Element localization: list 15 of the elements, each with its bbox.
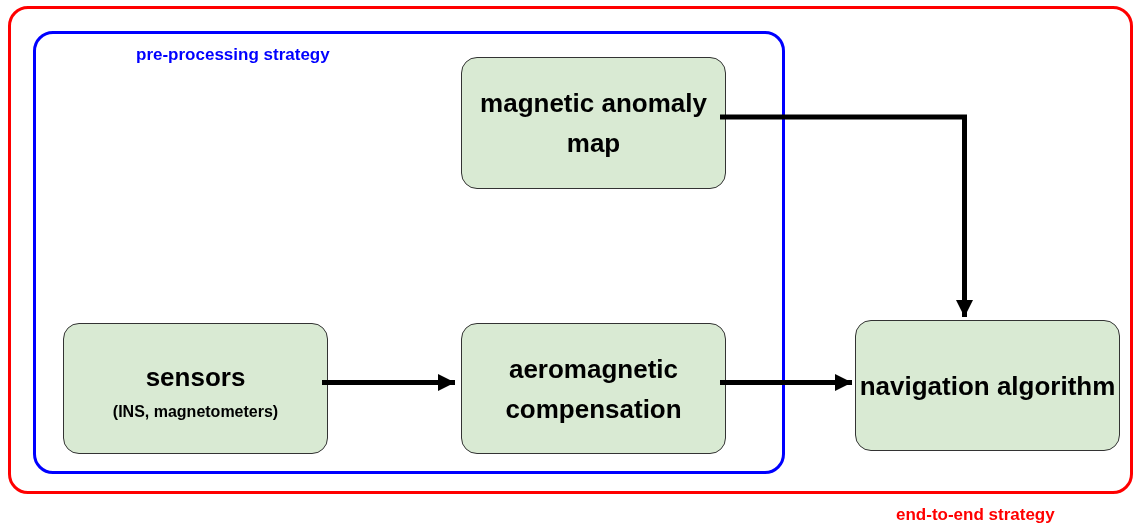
strategy-frame bbox=[33, 31, 785, 474]
process-box bbox=[855, 320, 1120, 451]
box-subtitle: (INS, magnetometers) bbox=[112, 402, 279, 421]
process-box bbox=[63, 323, 328, 454]
arrow bbox=[720, 114, 973, 317]
box-title: navigation algorithm bbox=[859, 369, 1116, 403]
arrow bbox=[322, 374, 455, 391]
frame-label: pre-processing strategy bbox=[136, 45, 330, 65]
box-title: magnetic anomaly map bbox=[479, 87, 708, 160]
arrow bbox=[720, 374, 852, 391]
process-box bbox=[461, 57, 726, 189]
process-box bbox=[461, 323, 726, 454]
box-title: sensors bbox=[145, 360, 246, 394]
box-title: aeromagnetic compensation bbox=[504, 352, 683, 426]
frame-label: end-to-end strategy bbox=[896, 505, 1055, 524]
